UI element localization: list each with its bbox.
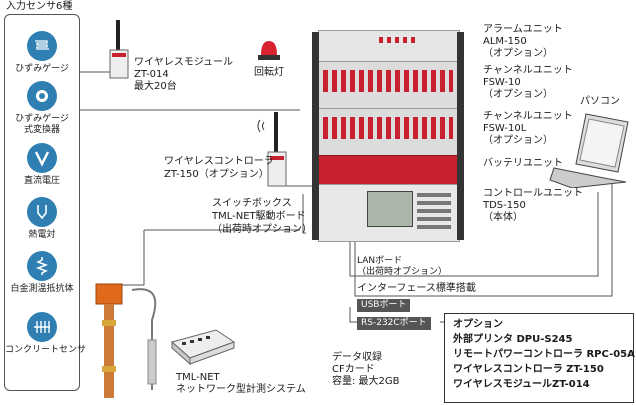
control-unit-model: TDS-150 [483,200,526,211]
sensor-label: ひずみゲージ [15,64,69,74]
beacon-label: 回転灯 [254,67,284,78]
wireless-controller-device [257,112,287,187]
strain-gauge-icon [27,31,57,61]
sensor-panel-title: 入力センサ6種 [6,1,73,12]
channel-unit-1-option: （オプション） [483,89,553,100]
usb-port-tag: USBポート [357,299,411,312]
wireless-controller-model: ZT-150（オプション） [164,169,269,180]
wireless-module-count: 最大20台 [134,81,177,92]
sensor-item: ひずみゲージ 式変換器 [5,81,79,136]
sensor-label: ひずみゲージ 式変換器 [15,114,69,135]
sensor-label: コンクリートセンサ [5,345,87,355]
option-item: ワイヤレスコントローラ ZT-150 [453,364,604,375]
laptop-icon [549,113,629,188]
tds-instrument-stack [318,30,460,242]
keypad [417,193,451,229]
tml-net-name: TML-NET [176,372,220,383]
control-unit-note: （本体） [483,212,523,223]
sensor-label: 熱電対 [28,230,56,240]
wireless-module-name: ワイヤレスモジュール [134,57,233,68]
wireless-controller-name: ワイヤレスコントローラ [164,156,274,167]
data-storage-capacity: 容量: 最大2GB [332,376,400,387]
data-storage-title: データ収録 [332,352,382,363]
wireless-module-device [109,20,129,79]
alarm-unit-module [318,30,460,62]
option-item: リモートパワーコントローラ RPC-05A [453,349,635,360]
sensor-item: コンクリートセンサ [5,312,87,356]
dc-voltage-icon [27,143,57,173]
options-box: オプション 外部プリンタ DPU-S245 リモートパワーコントローラ RPC-… [444,313,635,403]
battery-unit-label: バッテリユニット [483,158,563,169]
wireless-module-model: ZT-014 [134,69,169,80]
left-rail [312,32,319,240]
switch-box-name: スイッチボックス [212,198,292,209]
channel-unit-2-option: （オプション） [483,135,553,146]
alarm-unit-model: ALM-150 [483,36,527,47]
option-item: 外部プリンタ DPU-S245 [453,334,573,345]
pc-label: パソコン [580,96,620,107]
tml-net-unit [170,329,236,366]
switch-box-board: TML-NET駆動ボード [212,211,306,222]
control-unit-module [318,184,460,242]
channel-unit-2-module [318,108,460,156]
channel-unit-1-model: FSW-10 [483,77,521,88]
alarm-unit-option: （オプション） [483,48,553,59]
right-rail [457,32,464,240]
channel-unit-2-model: FSW-10L [483,123,527,134]
sensor-item: 白金測温抵抗体 [5,251,79,295]
tml-net-desc: ネットワーク型計測システム [176,384,306,395]
thermocouple-icon [27,197,57,227]
channel-unit-1-module [318,61,460,109]
sensor-item: 直流電圧 [5,143,79,187]
lan-board-name: LANボード [357,256,403,266]
sensor-label: 直流電圧 [23,176,60,186]
channel-unit-2-name: チャンネルユニット [483,111,573,122]
sensor-panel: ひずみゲージ ひずみゲージ 式変換器 直流電圧 熱電対 白金測温抵抗体 コンクリ… [4,14,87,391]
display-screen [367,191,413,227]
sensor-item: ひずみゲージ [5,31,79,75]
lan-board-option: （出荷時オプション） [357,267,448,277]
transducer-icon [27,81,57,111]
concrete-sensor-icon [27,312,57,342]
interface-title: インターフェース標準搭載 [357,283,476,294]
option-item: ワイヤレスモジュールZT-014 [453,379,590,390]
sensor-label: 白金測温抵抗体 [10,284,74,294]
rs232c-port-tag: RS-232Cポート [357,317,431,330]
battery-unit-module [318,155,460,185]
channel-unit-1-name: チャンネルユニット [483,65,573,76]
tml-net-sensors [95,283,157,398]
beacon-icon [258,41,280,60]
sensor-item: 熱電対 [5,197,79,241]
alarm-unit-name: アラームユニット [483,24,563,35]
data-storage-media: CFカード [332,364,375,375]
rtd-icon [27,251,57,281]
control-unit-name: コントロールユニット [483,188,583,199]
options-title: オプション [453,319,503,330]
switch-box-option: （出荷時オプション） [212,224,312,235]
